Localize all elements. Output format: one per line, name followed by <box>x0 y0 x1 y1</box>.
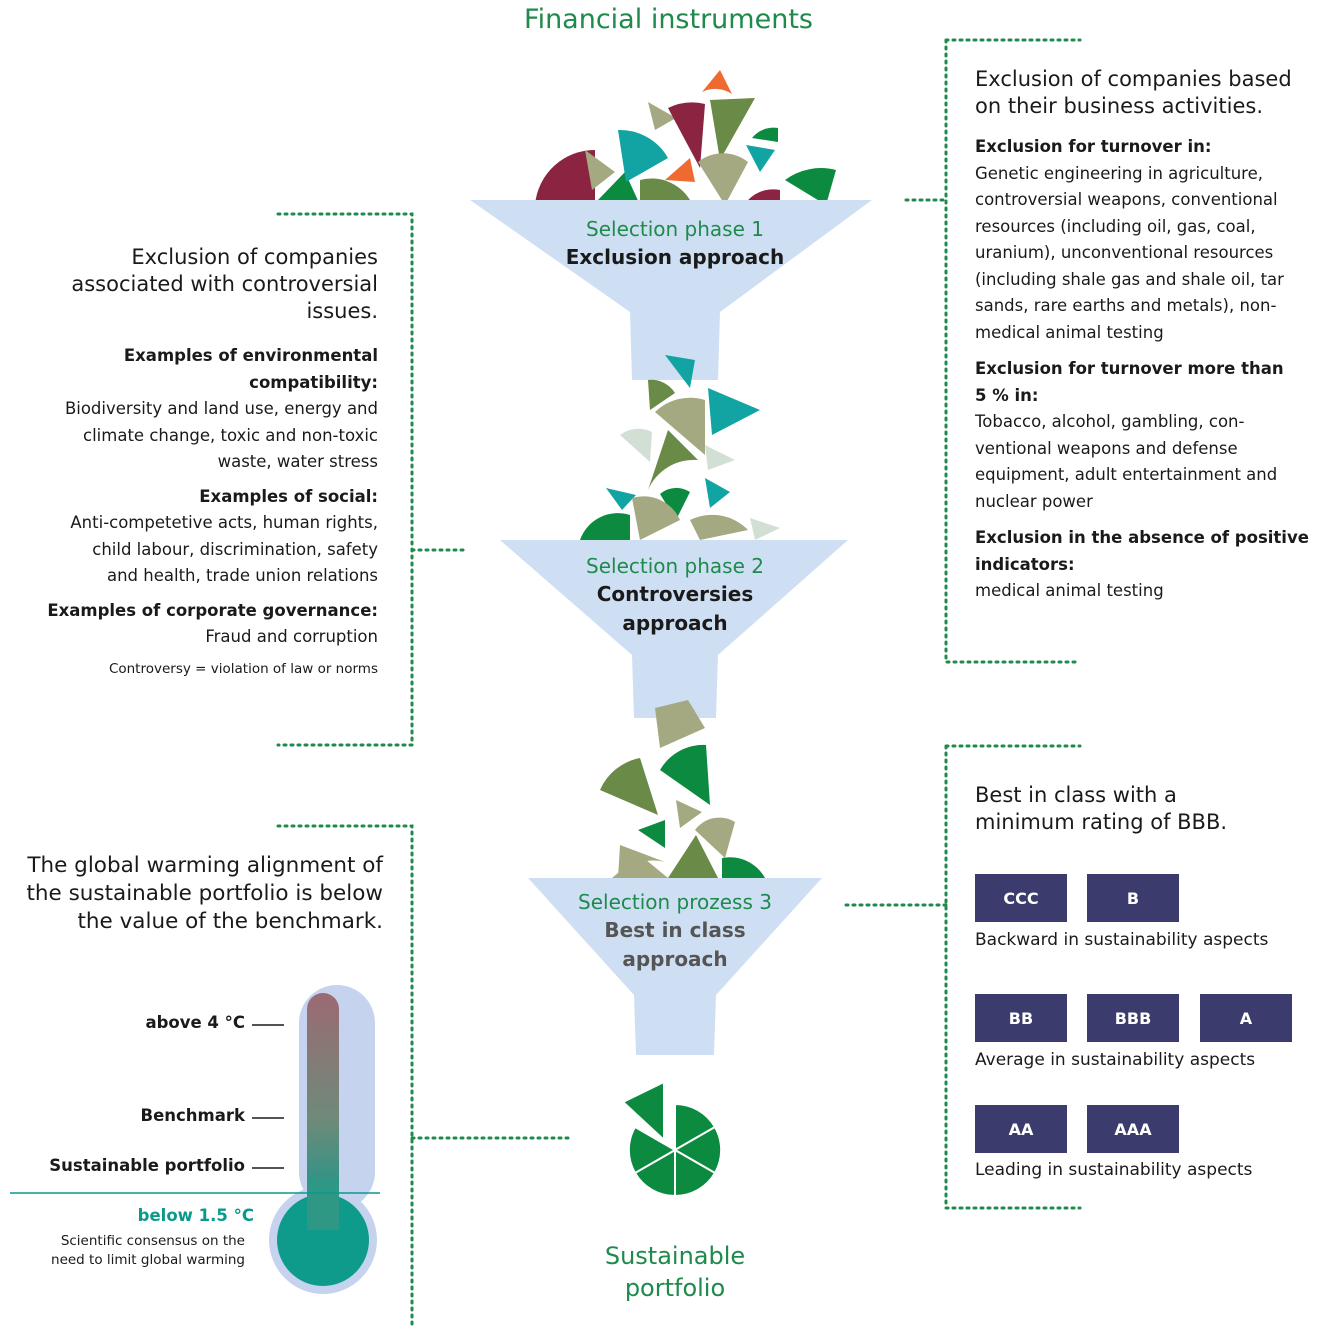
phase-2-label: Selection phase 2 <box>586 554 764 578</box>
rating-badge-a: A <box>1200 994 1292 1042</box>
warming-heading: The global warming alignment of the sust… <box>5 852 383 936</box>
exclusion-sec1-line: medical animal testing <box>975 322 1164 342</box>
phase-1-label-group: Selection phase 1 Exclusion approach <box>520 215 830 272</box>
output-label-line1: Sustainable <box>604 1242 746 1270</box>
best-in-class-heading: Best in class with a minimum rating of B… <box>975 782 1315 836</box>
phase-3-label-group: Selection prozess 3 Best in class approa… <box>520 888 830 974</box>
exclusion-sec2-line: ventional weapons and defense <box>975 438 1238 458</box>
rating-badge-bbb: BBB <box>1087 994 1179 1042</box>
env-title-line: compatibility: <box>249 372 378 392</box>
phase-3-approach-line1: Best in class <box>604 918 746 942</box>
rating-badge-b: B <box>1087 874 1179 922</box>
pieces-top <box>535 70 836 205</box>
page-title: Financial instruments <box>524 4 813 35</box>
phase-2-label-group: Selection phase 2 Controversies approach <box>520 552 830 638</box>
phase-3-approach-line2: approach <box>622 947 728 971</box>
exclusion-sec1-line: resources (including oil, gas, coal, <box>975 216 1256 236</box>
funnel-1 <box>470 200 872 380</box>
phase-1-approach: Exclusion approach <box>565 245 785 269</box>
warming-note-line: Scientific consensus on the <box>60 1233 245 1249</box>
phase-1-label: Selection phase 1 <box>586 217 764 241</box>
bracket-right-top <box>944 38 1082 664</box>
exclusion-sec1-line: sands, rare earths and metals), non- <box>975 296 1277 315</box>
thermometer <box>269 985 377 1294</box>
rating-badge-aa: AA <box>975 1105 1067 1153</box>
social-line: Anti-competetive acts, human rights, <box>70 513 378 532</box>
exclusion-sec1-line: (including shale gas and shale oil, tar <box>975 269 1284 289</box>
exclusion-sec2-line: equipment, adult entertainment and <box>975 465 1278 484</box>
rating-badge-aaa: AAA <box>1087 1105 1179 1153</box>
controversies-heading-line: issues. <box>306 299 378 323</box>
funnel-3 <box>528 878 822 1055</box>
social-title: Examples of social: <box>199 486 378 506</box>
exclusion-sec3-line: medical animal testing <box>975 581 1164 600</box>
env-line: Biodiversity and land use, energy and <box>64 399 378 418</box>
controversies-heading-line: associated with controversial <box>71 272 378 296</box>
pieces-mid-1 <box>580 355 780 540</box>
funnel-2 <box>500 540 848 718</box>
warming-heading-line: The global warming alignment of <box>27 853 383 878</box>
warming-note: Scientific consensus on the need to limi… <box>20 1232 245 1270</box>
exclusion-sec1-line: Genetic engineering in agriculture, <box>975 163 1263 183</box>
warming-heading-line: the sustainable portfolio is below <box>26 881 383 906</box>
exclusion-sec3-title-line2: indicators: <box>975 554 1075 574</box>
governance-title: Examples of corporate governance: <box>47 600 378 620</box>
exclusion-sec2-title-line2: 5 % in: <box>975 385 1039 405</box>
social-line: child labour, discrimination, safety <box>92 539 378 559</box>
portfolio-pie <box>621 1080 723 1198</box>
best-in-class-heading-line1: Best in class with a <box>975 783 1177 807</box>
controversy-note: Controversy = violation of law or norms <box>108 660 378 677</box>
social-line: and health, trade union relations <box>106 566 378 585</box>
exclusion-sec3-title-line1: Exclusion in the absence of positive <box>975 528 1309 547</box>
best-in-class-heading-line2: minimum rating of BBB. <box>975 810 1228 834</box>
output-label-line2: portfolio <box>624 1274 726 1302</box>
controversies-heading-line: Exclusion of companies <box>131 245 378 269</box>
env-title-line: Examples of environmental <box>123 346 378 365</box>
output-label: Sustainable portfolio <box>560 1240 790 1304</box>
rating-caption-backward: Backward in sustainability aspects <box>975 930 1269 950</box>
phase-2-approach-line1: Controversies <box>596 582 754 606</box>
label-above-4c: above 4 °C <box>145 1013 245 1032</box>
exclusion-sec2-line: Tobacco, alcohol, gambling, con- <box>975 412 1245 431</box>
exclusion-sec2-line: nuclear power <box>975 491 1093 511</box>
rating-badge-bb: BB <box>975 994 1067 1042</box>
exclusion-sec1-line: uranium), unconventional resources <box>975 243 1274 262</box>
rating-caption-leading: Leading in sustainability aspects <box>975 1160 1253 1180</box>
label-benchmark: Benchmark <box>140 1106 245 1125</box>
exclusion-sec1-line: controversial weapons, conventional <box>975 190 1278 209</box>
governance-line: Fraud and corruption <box>205 627 378 646</box>
rating-caption-average: Average in sustainability aspects <box>975 1050 1256 1070</box>
label-sustainable-portfolio: Sustainable portfolio <box>49 1156 245 1175</box>
exclusion-sec1-title: Exclusion for turnover in: <box>975 137 1212 156</box>
warming-heading-line: the value of the benchmark. <box>77 909 383 934</box>
exclusion-sec2-title-line1: Exclusion for turnover more than <box>975 359 1284 378</box>
rating-badge-ccc: CCC <box>975 874 1067 922</box>
phase-3-label: Selection prozess 3 <box>578 890 772 914</box>
exclusion-heading-line1: Exclusion of companies based <box>975 67 1292 91</box>
exclusion-heading-line2: on their business activities. <box>975 94 1263 118</box>
pieces-mid-2 <box>600 700 765 878</box>
warming-note-line: need to limit global warming <box>51 1252 245 1268</box>
env-line: climate change, toxic and non-toxic <box>83 425 378 445</box>
controversies-description: Exclusion of companies associated with c… <box>10 244 378 677</box>
env-line: waste, water stress <box>217 452 378 471</box>
label-below-1-5c: below 1.5 °C <box>137 1206 254 1225</box>
bracket-left-bottom <box>276 824 414 1330</box>
bracket-right-bottom <box>944 744 1082 1210</box>
bracket-left-mid <box>276 212 414 747</box>
exclusion-description: Exclusion of companies based on their bu… <box>975 66 1331 605</box>
phase-2-approach-line2: approach <box>622 611 728 635</box>
